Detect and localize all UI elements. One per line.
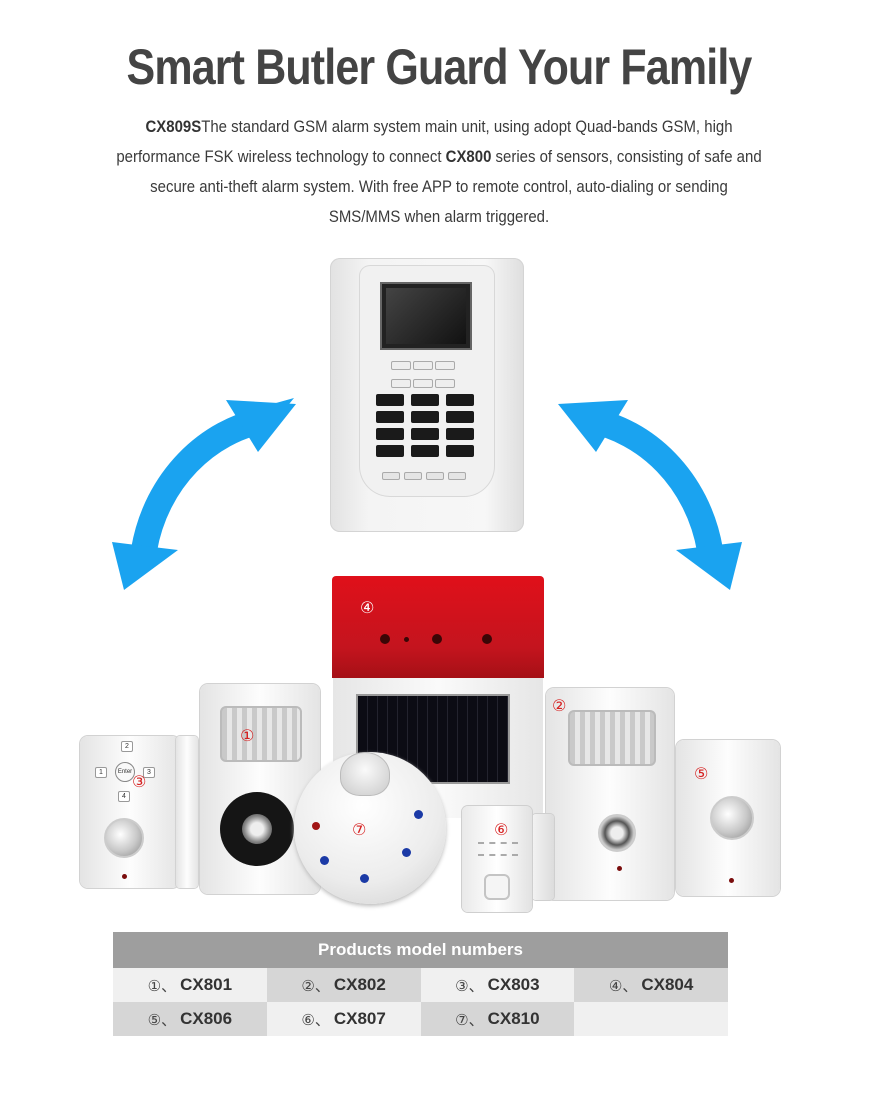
table-heading: Products model numbers — [113, 932, 728, 968]
table-cell: ①、CX801 — [113, 968, 267, 1002]
label-7: ⑦ — [352, 820, 367, 839]
label-1: ① — [240, 726, 255, 745]
products-table: Products model numbers ①、CX801 ②、CX802 ③… — [113, 932, 728, 1036]
label-2: ② — [552, 696, 567, 715]
camera-lens — [220, 792, 294, 866]
label-5: ⑤ — [694, 764, 709, 783]
lcd-screen — [380, 282, 472, 350]
siren-strobe-image — [332, 576, 544, 678]
table-cell — [574, 1002, 728, 1036]
table-cell: ③、CX803 — [420, 968, 575, 1002]
keypad-key-4: 4 — [118, 791, 130, 802]
keypad-enter-key: Enter — [115, 762, 135, 782]
main-model-name: CX809S — [145, 117, 202, 136]
intro-paragraph: CX809SThe standard GSM alarm system main… — [114, 112, 763, 232]
label-6: ⑥ — [494, 820, 509, 839]
table-cell: ④、CX804 — [574, 968, 728, 1002]
table-cell: ⑥、CX807 — [266, 1002, 421, 1036]
left-double-arrow-icon — [112, 398, 296, 590]
intro-text-1: The standard GSM alarm system main unit,… — [116, 117, 733, 166]
table-row: ①、CX801 ②、CX802 ③、CX803 ④、CX804 — [113, 968, 728, 1002]
keypad-key-2: 2 — [121, 741, 133, 752]
right-double-arrow-icon — [558, 400, 742, 590]
page-title: Smart Butler Guard Your Family — [126, 39, 753, 95]
series-model-name: CX800 — [445, 147, 492, 166]
keypad-key-3: 3 — [143, 767, 155, 778]
keypad-key-1: 1 — [95, 767, 107, 778]
label-3: ③ — [132, 772, 147, 791]
main-unit-image — [330, 258, 524, 532]
keypad-sensor-image — [80, 736, 180, 888]
numeric-keypad — [376, 394, 476, 457]
intro-text-2: series of sensors, consisting of safe an… — [150, 147, 762, 226]
table-cell: ⑦、CX810 — [420, 1002, 575, 1036]
label-4: ④ — [360, 598, 375, 617]
table-cell: ⑤、CX806 — [113, 1002, 267, 1036]
table-cell: ②、CX802 — [266, 968, 421, 1002]
table-row: ⑤、CX806 ⑥、CX807 ⑦、CX810 — [113, 1002, 728, 1036]
